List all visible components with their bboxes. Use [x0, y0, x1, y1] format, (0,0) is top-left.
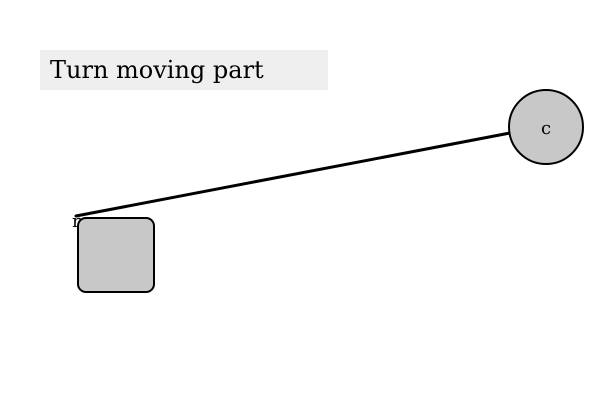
circle-pivot[interactable]: [508, 89, 584, 165]
connecting-line: [74, 131, 512, 218]
square-label: r: [72, 211, 81, 232]
circle-label: c: [541, 118, 551, 139]
title-box: Turn moving part: [40, 50, 328, 90]
square-moving-part[interactable]: [77, 217, 155, 293]
page-title: Turn moving part: [50, 56, 264, 84]
